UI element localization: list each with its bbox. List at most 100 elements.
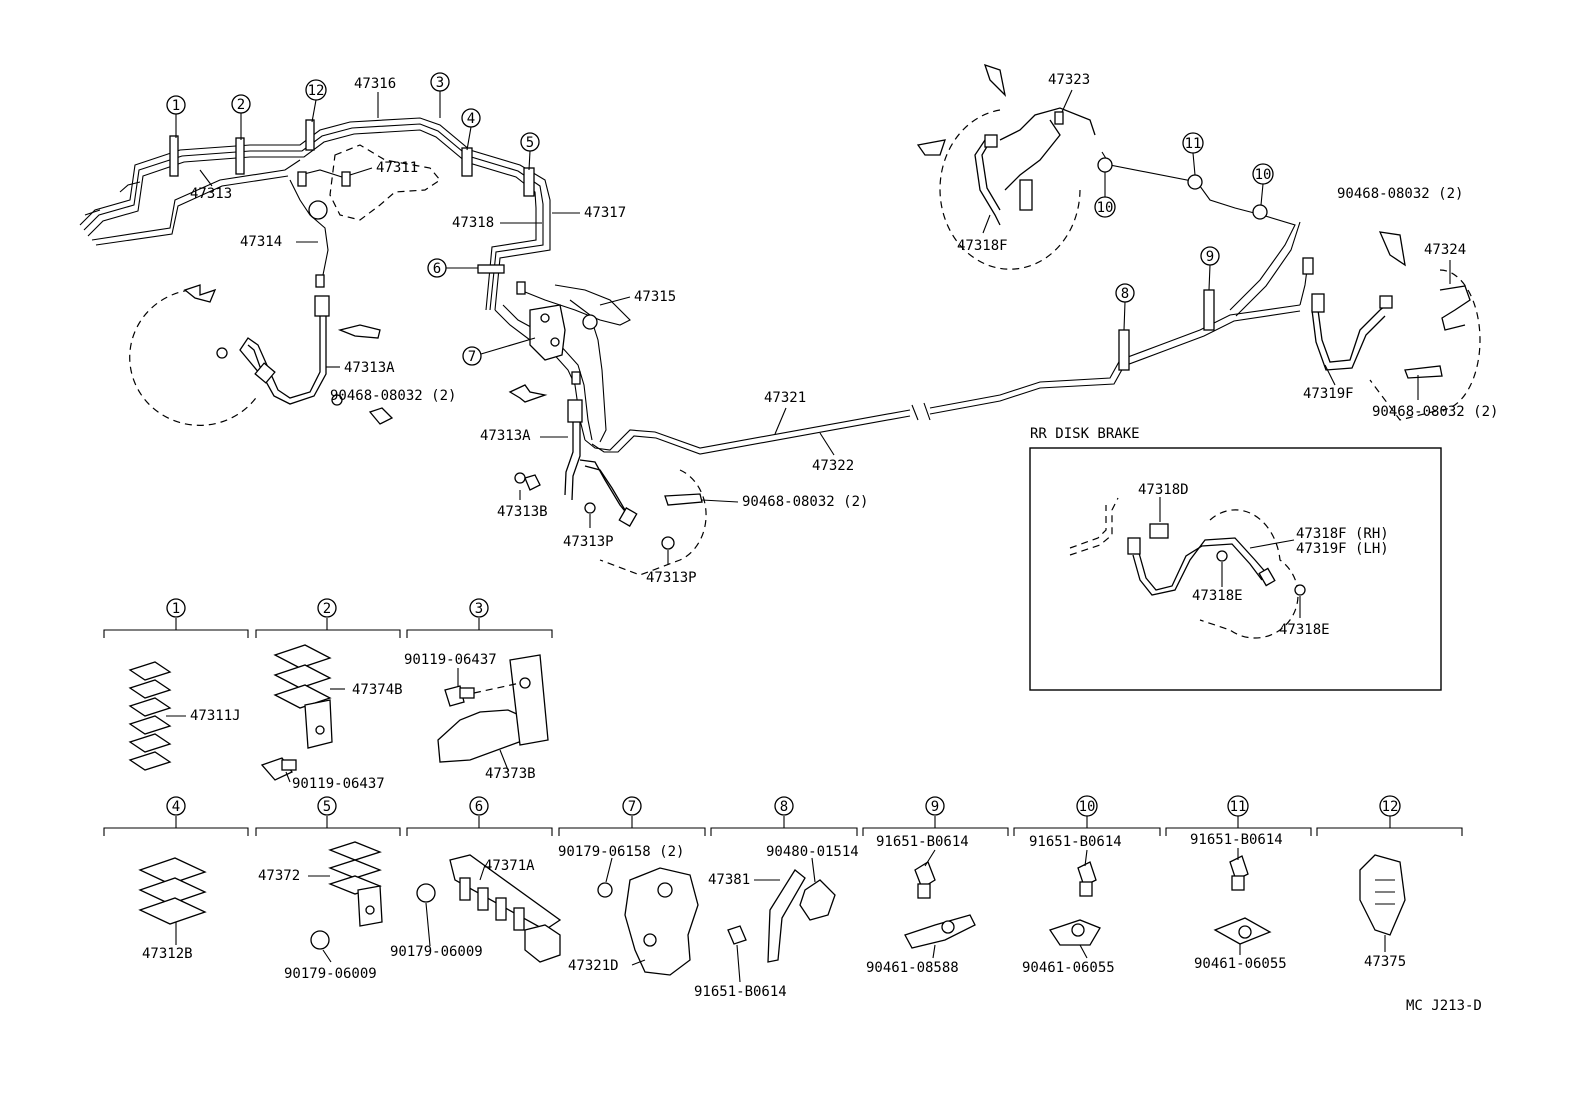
label-47318f-rh: 47318F (RH) [1296,526,1389,542]
callout-8-detail: 8 [774,796,794,816]
callout-number: 9 [1206,249,1214,265]
label-90468-1: 90468-08032 (2) [330,388,456,404]
label-47313a-2: 47313A [480,428,531,444]
label-47317: 47317 [584,205,626,221]
label-47312b: 47312B [142,946,193,962]
callout-number: 12 [308,83,325,99]
label-90468-3: 90468-08032 (2) [1337,186,1463,202]
callout-number: 7 [468,349,476,365]
callout-number: 11 [1230,799,1247,815]
callout-number: 5 [323,799,331,815]
callout-number: 10 [1079,799,1096,815]
diagram-code: MC J213-D [1406,998,1482,1014]
callout-number: 9 [931,799,939,815]
callout-2-detail: 2 [317,598,337,618]
label-90179-06158: 90179-06158 (2) [558,844,684,860]
label-90179-06009-2: 90179-06009 [390,944,483,960]
label-47319f-lh: 47319F (LH) [1296,541,1389,557]
label-90461-08588: 90461-08588 [866,960,959,976]
rear-right-hose-assembly [1311,231,1481,421]
label-47313b: 47313B [497,504,548,520]
label-90480: 90480-01514 [766,844,859,860]
label-90119-1: 90119-06437 [404,652,497,668]
label-47313p-1: 47313P [563,534,614,550]
callout-12-detail: 12 [1379,795,1401,817]
callout-number: 7 [628,799,636,815]
label-47374b: 47374B [352,682,403,698]
callout-number: 11 [1185,136,1202,152]
callout-number: 12 [1382,799,1399,815]
callout-1-top: 1 [166,95,186,138]
rr-disk-brake-inset [1029,447,1442,691]
label-47323: 47323 [1048,72,1090,88]
detail-row-1 [103,618,553,781]
callout-number: 2 [237,97,245,113]
label-90468-2: 90468-08032 (2) [742,494,868,510]
label-47313a-1: 47313A [344,360,395,376]
rear-brake-lines [584,151,1314,455]
callout-6-detail: 6 [469,796,489,816]
label-47311j: 47311J [190,708,241,724]
label-47316: 47316 [354,76,396,92]
rear-left-hose-assembly [916,63,1096,270]
label-47313: 47313 [190,186,232,202]
callout-3-detail: 3 [469,598,489,618]
label-47319f: 47319F [1303,386,1354,402]
callout-number: 6 [433,261,441,277]
callout-7-detail: 7 [622,796,642,816]
callout-5-top: 5 [520,132,540,171]
callout-8-top: 8 [1115,283,1135,331]
callout-number: 6 [475,799,483,815]
label-47318: 47318 [452,215,494,231]
label-90461-06055-2: 90461-06055 [1194,956,1287,972]
callout-number: 3 [475,601,483,617]
callout-10-detail: 10 [1076,795,1098,817]
callout-3-top: 3 [430,72,450,118]
callout-7-top: 7 [462,337,536,366]
callouts: 1 2 12 3 4 5 6 7 8 9 10 11 10 1 2 3 4 5 … [166,72,1401,817]
label-47381: 47381 [708,872,750,888]
callout-2-top: 2 [231,94,251,140]
inset-title: RR DISK BRAKE [1030,426,1140,442]
callout-5-detail: 5 [317,796,337,816]
callout-number: 2 [323,601,331,617]
callout-10-top-a: 10 [1094,172,1116,218]
label-47321: 47321 [764,390,806,406]
callout-number: 1 [172,601,180,617]
leader-lines [166,89,1451,983]
callout-number: 3 [436,75,444,91]
label-47372: 47372 [258,868,300,884]
callout-number: 4 [172,799,180,815]
front-left-hose-assembly [129,284,394,426]
callout-4-detail: 4 [166,796,186,816]
callout-10-top-b: 10 [1252,163,1274,206]
label-47318e-1: 47318E [1192,588,1243,604]
part-labels: 47316 47313 47311 4 7 3 1 4 47318 47317 4731… [142,72,1498,1014]
label-47371a: 47371A [484,858,535,874]
label-90179-06009-1: 90179-06009 [284,966,377,982]
callout-number: 8 [1121,286,1129,302]
label-47311: 47311 [376,160,418,176]
callout-number: 1 [172,98,180,114]
label-90119-2: 90119-06437 [292,776,385,792]
label-91651-1: 91651-B0614 [694,984,787,1000]
callout-6-top: 6 [427,258,478,278]
label-47375: 47375 [1364,954,1406,970]
callout-number: 8 [780,799,788,815]
callout-11-detail: 11 [1227,795,1249,817]
callout-1-detail: 1 [166,598,186,618]
label-47313p-2: 47313P [646,570,697,586]
callout-number: 5 [526,135,534,151]
detail-row-2 [103,816,1463,976]
callout-number: 10 [1255,167,1272,183]
label-47321d: 47321D [568,958,619,974]
callout-4-top: 4 [461,108,481,151]
label-90461-06055-1: 90461-06055 [1022,960,1115,976]
label-47324: 47324 [1424,242,1466,258]
center-junction-lines [494,281,707,576]
callout-number: 10 [1097,200,1114,216]
label-91651-2: 91651-B0614 [876,834,969,850]
callout-9-top: 9 [1200,246,1220,291]
